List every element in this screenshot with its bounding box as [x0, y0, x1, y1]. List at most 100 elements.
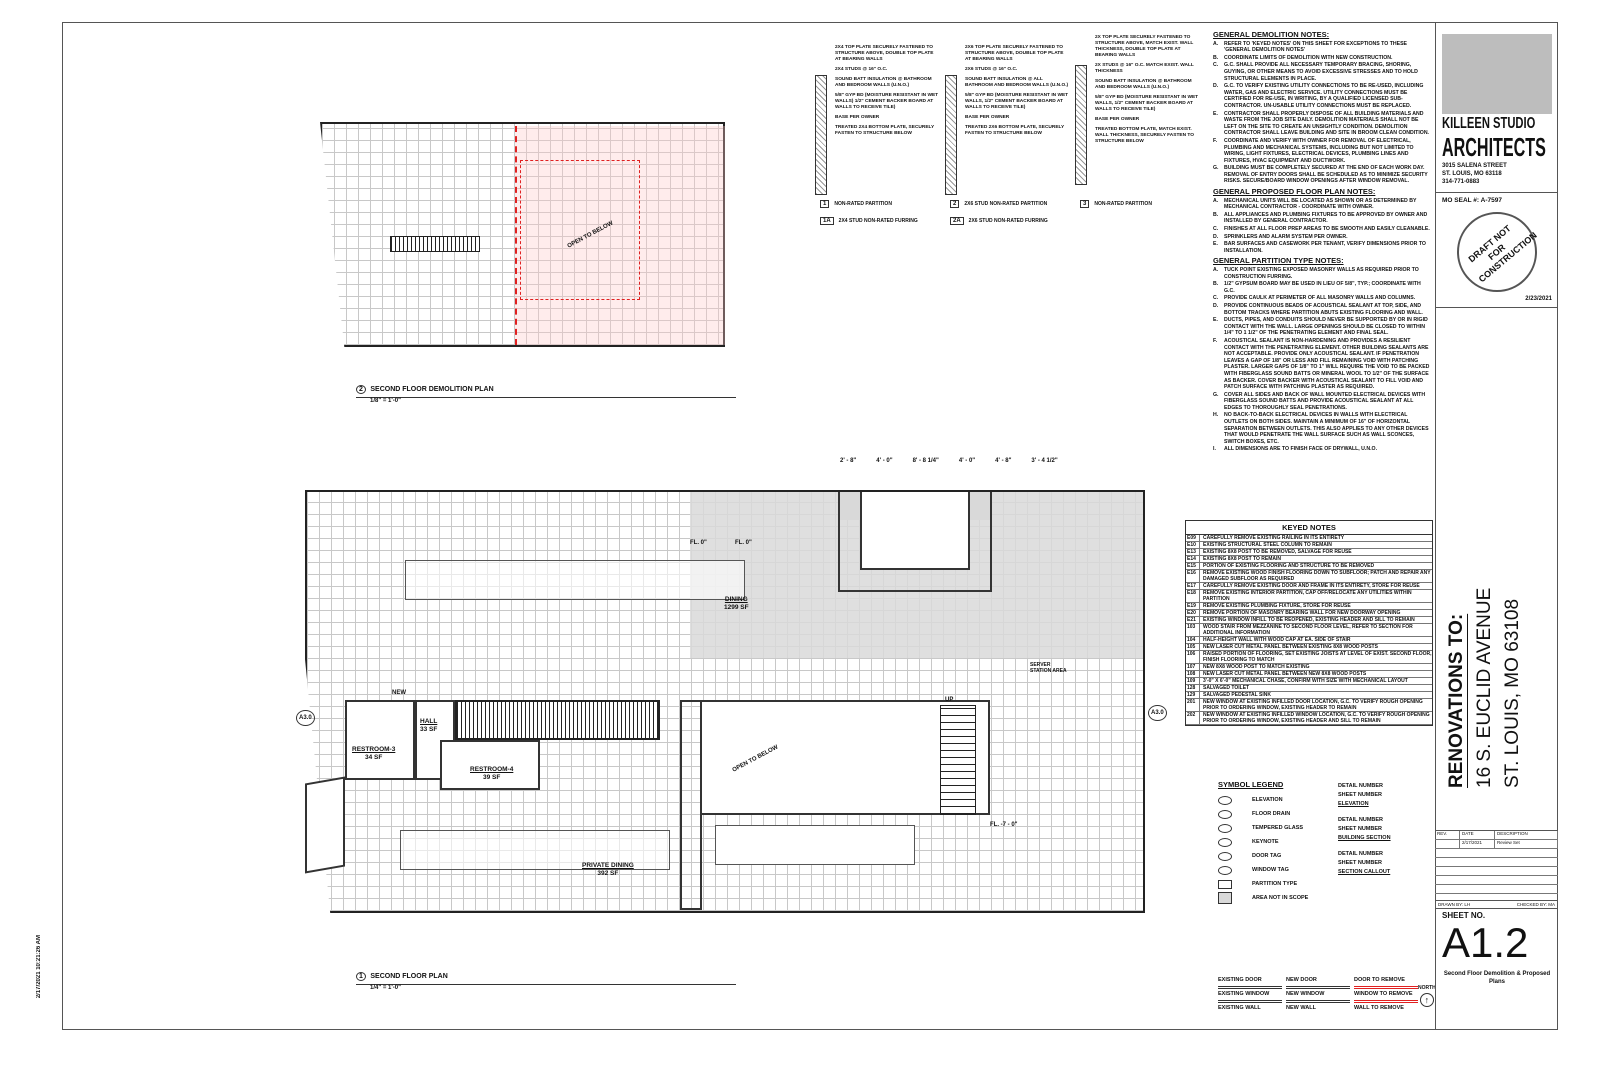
- keyed-note-text: EXISTING STRUCTURAL STEEL COLUMN TO REMA…: [1203, 542, 1332, 548]
- project-prefix: RENOVATIONS TO:: [1446, 613, 1467, 788]
- north-arrow: NORTH ↑: [1418, 985, 1436, 1007]
- partition-label: NON-RATED PARTITION: [1094, 201, 1152, 207]
- note-letter: A.: [1213, 267, 1219, 273]
- section-marker-left[interactable]: A3.0: [296, 710, 315, 726]
- keyed-note-id: 201: [1186, 699, 1200, 711]
- legend-label: NEW DOOR: [1286, 977, 1317, 983]
- section-marker-right[interactable]: A3.0: [1148, 705, 1167, 721]
- note-item: E.DUCTS, PIPES, AND CONDUITS SHOULD NEVE…: [1213, 317, 1431, 337]
- keyed-note-text: NEW WINDOW AT EXISTING INFILLED DOOR LOC…: [1203, 699, 1423, 711]
- lower-table: [715, 825, 915, 865]
- revision-cell: DATE: [1460, 831, 1495, 839]
- revision-row: [1435, 885, 1558, 894]
- north-label: NORTH: [1418, 985, 1436, 991]
- legend-label: ELEVATION: [1338, 801, 1369, 807]
- note-item: B.ALL APPLIANCES AND PLUMBING FIXTURES T…: [1213, 212, 1431, 225]
- legend-label: SHEET NUMBER: [1338, 792, 1383, 798]
- keyed-note-id: E10: [1186, 542, 1200, 548]
- partition-note: 5/8" GYP BD (MOISTURE RESISTANT IN WET W…: [1095, 95, 1199, 112]
- firm-name: KILLEEN STUDIO: [1442, 115, 1536, 132]
- note-item: C.FINISHES AT ALL FLOOR PREP AREAS TO BE…: [1213, 226, 1431, 233]
- note-text: MECHANICAL UNITS WILL BE LOCATED AS SHOW…: [1224, 197, 1417, 211]
- proposed-plan-scale: 1/4" = 1'-0": [370, 985, 401, 991]
- keyed-note-text: REMOVE EXISTING INTERIOR PARTITION, CAP …: [1203, 590, 1412, 602]
- project-city: ST. LOUIS, MO 63108: [1502, 598, 1523, 788]
- note-letter: E.: [1213, 241, 1218, 248]
- legend-label: WINDOW TAG: [1252, 867, 1289, 873]
- revision-cell: Review Set: [1495, 840, 1558, 848]
- room-area: 39 SF: [483, 774, 501, 781]
- partition-note: SOUND BATT INSULATION @ ALL BATHROOM AND…: [965, 77, 1069, 88]
- firm-city: ST. LOUIS, MO 63118: [1442, 171, 1502, 177]
- room-area: 33 SF: [420, 726, 438, 733]
- north-arrow-icon: ↑: [1419, 993, 1434, 1007]
- partition-note: BASE PER OWNER: [965, 115, 1010, 120]
- legend-label: SECTION CALLOUT: [1338, 869, 1391, 875]
- note-text: G.C. SHALL PROVIDE ALL NECESSARY TEMPORA…: [1224, 62, 1418, 82]
- draft-stamp: DRAFT NOT FOR CONSTRUCTION: [1457, 212, 1539, 292]
- note-item: C.G.C. SHALL PROVIDE ALL NECESSARY TEMPO…: [1213, 62, 1431, 82]
- proposed-plan-title: 1 SECOND FLOOR PLAN 1/4" = 1'-0": [356, 965, 736, 991]
- keyed-note-id: 104: [1186, 637, 1200, 643]
- sheet-no-label: SHEET NO.: [1442, 911, 1486, 920]
- partition-note: 2X6 TOP PLATE SECURELY FASTENED TO STRUC…: [965, 45, 1064, 62]
- demo-plan-title: 2 SECOND FLOOR DEMOLITION PLAN 1/8" = 1'…: [356, 378, 736, 404]
- note-item: F.COORDINATE AND VERIFY WITH OWNER FOR R…: [1213, 138, 1431, 164]
- keyed-note-id: E13: [1186, 549, 1200, 555]
- room-name: RESTROOM-3: [352, 746, 396, 753]
- keyed-note-text: NEW LASER CUT METAL PANEL BETWEEN NEW 8X…: [1203, 671, 1367, 677]
- revision-row: [1435, 876, 1558, 885]
- partition-tag: 1: [820, 200, 830, 208]
- note-text: SPRINKLERS AND ALARM SYSTEM PER OWNER.: [1224, 233, 1348, 240]
- note-letter: H.: [1213, 412, 1219, 419]
- note-text: ACOUSTICAL SEALANT IS NON-HARDENING AND …: [1224, 337, 1430, 391]
- private-dining-table: [400, 830, 670, 870]
- demo-notes-title: GENERAL DEMOLITION NOTES:: [1213, 30, 1330, 39]
- partition-note: 5/8" GYP BD (MOISTURE RESISTANT IN WET W…: [835, 93, 939, 110]
- revision-cell: 2/17/2021: [1460, 840, 1495, 848]
- partition-type-2: 2X6 TOP PLATE SECURELY FASTENED TO STRUC…: [945, 45, 1070, 195]
- keyed-note-id: 202: [1186, 712, 1200, 724]
- dimension-label: 2' - 8": [840, 458, 857, 464]
- note-letter: D.: [1213, 83, 1219, 90]
- keyed-note-id: 103: [1186, 624, 1200, 636]
- room-name: RESTROOM-4: [470, 766, 514, 773]
- legend-item: DOOR TAG: [1218, 849, 1428, 863]
- seal-date: 2/23/2021: [1525, 296, 1552, 302]
- legend-label: SHEET NUMBER: [1338, 826, 1383, 832]
- note-text: COORDINATE AND VERIFY WITH OWNER FOR REM…: [1224, 137, 1414, 164]
- demo-plan-scale: 1/8" = 1'-0": [370, 398, 401, 404]
- partition-note: 5/8" GYP BD (MOISTURE RESISTANT IN WET W…: [965, 93, 1069, 110]
- partition-note: TREATED 2X4 BOTTOM PLATE, SECURELY FASTE…: [835, 125, 935, 136]
- bar-inner: [860, 492, 970, 570]
- restroom-3-room: [345, 700, 415, 780]
- note-text: FINISHES AT ALL FLOOR PREP AREAS TO BE S…: [1224, 226, 1430, 233]
- print-timestamp: 2/17/2021 10:21:26 AM: [36, 935, 42, 999]
- note-letter: F.: [1213, 337, 1218, 344]
- keyed-note-id: E15: [1186, 563, 1200, 569]
- legend-item: KEYNOTE: [1218, 835, 1428, 849]
- legend-symbol-icon: [1218, 837, 1232, 847]
- keyed-note-text: HALF-HEIGHT WALL WITH WOOD CAP AT EA. SI…: [1203, 637, 1351, 643]
- dimension-label: 4' - 8": [995, 458, 1012, 464]
- drawn-by: DRAWN BY: LH: [1438, 902, 1471, 907]
- room-name: PRIVATE DINING: [582, 862, 634, 869]
- partition-tag: 1A: [820, 217, 834, 225]
- dimension-label: 4' - 0": [876, 458, 893, 464]
- checked-by: CHECKED BY: MA: [1516, 902, 1555, 907]
- proposed-plan-title-text: SECOND FLOOR PLAN: [370, 973, 448, 980]
- floor-elev-label: FL. -7 - 0": [990, 822, 1018, 828]
- project-block: RENOVATIONS TO: 16 S. EUCLID AVENUE ST. …: [1436, 307, 1558, 812]
- keyed-note-id: E19: [1186, 603, 1200, 609]
- floor-elev-label: FL. 0": [690, 540, 707, 546]
- revision-cell: DESCRIPTION: [1495, 831, 1558, 839]
